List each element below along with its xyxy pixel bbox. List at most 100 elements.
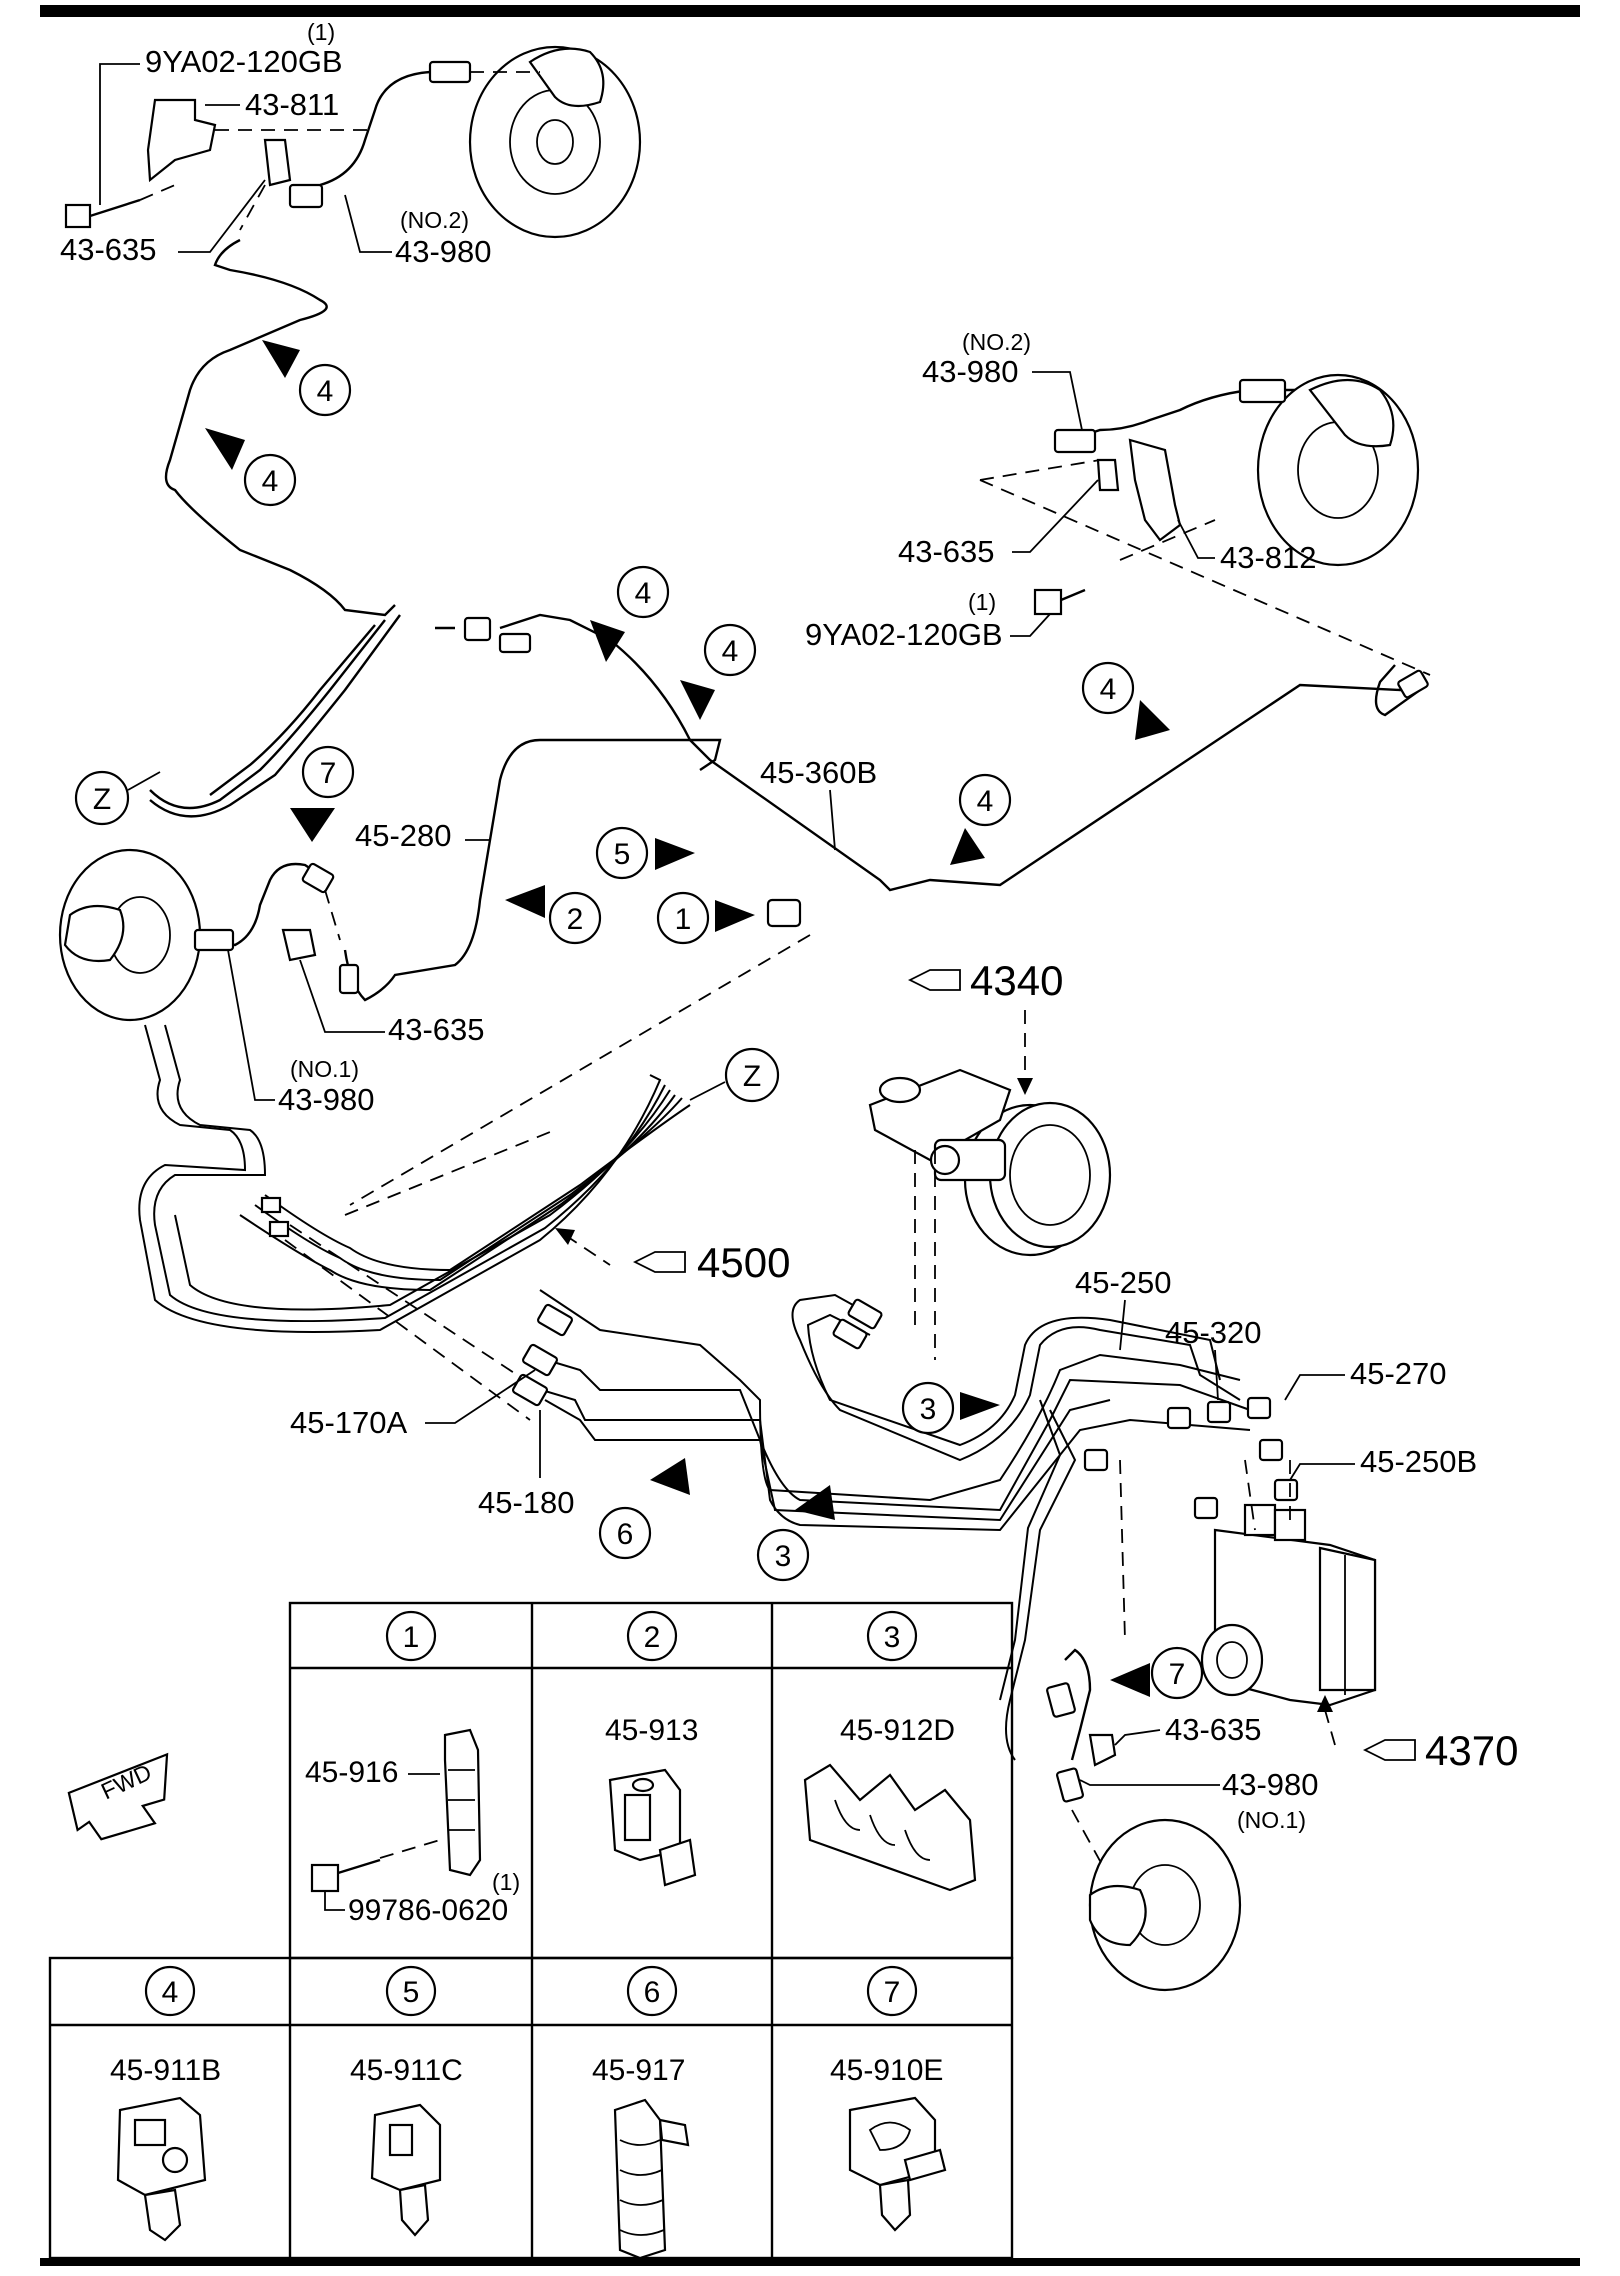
label-pipe-280: 45-280	[355, 818, 452, 853]
clip-4-drawing	[116, 2096, 207, 2242]
marker-4-a: 4	[262, 340, 352, 417]
label-pipe-170a: 45-170A	[290, 1405, 408, 1440]
ref-4500: 4500	[555, 1228, 790, 1286]
lower-pipe-bundle	[138, 1024, 691, 1421]
z-mark-upper: Z	[74, 770, 161, 826]
front-left-bracket	[146, 98, 370, 183]
label-clip-front-right: 43-635	[898, 534, 995, 569]
svg-text:2: 2	[567, 903, 584, 936]
front-left-brake-pipe	[164, 238, 396, 617]
marker-3-b: 3	[756, 1485, 835, 1582]
hcu-fittings	[1083, 1396, 1299, 1520]
svg-text:5: 5	[403, 1976, 420, 2009]
z-mark-upper-text: Z	[93, 783, 111, 816]
rear-right-hose	[1046, 1648, 1117, 1803]
rear-left-hose	[193, 862, 341, 962]
label-clip-front-left: 43-635	[60, 232, 157, 267]
rear-right-brake-disc	[1071, 1809, 1242, 1992]
front-right-bracket	[1128, 438, 1182, 542]
svg-text:6: 6	[617, 1518, 634, 1551]
label-hose-rear-right: 43-980	[1222, 1767, 1319, 1802]
marker-4-c: 4	[590, 565, 670, 662]
front-right-brake-disc	[1256, 373, 1420, 567]
svg-text:6: 6	[644, 1976, 661, 2009]
clip-4-part: 45-911B	[110, 2054, 221, 2087]
clip-2-part: 45-913	[605, 1714, 698, 1747]
svg-text:4: 4	[162, 1976, 179, 2009]
label-hose-rear-right-no: (NO.1)	[1237, 1807, 1306, 1833]
marker-7-b: 7	[1110, 1646, 1204, 1700]
marker-4-e: 4	[1081, 661, 1170, 740]
svg-text:4: 4	[317, 375, 334, 408]
front-left-hose	[288, 60, 540, 209]
clip-3-part: 45-912D	[840, 1714, 955, 1747]
svg-text:7: 7	[1169, 1658, 1186, 1691]
label-bolt-front-right: 9YA02-120GB	[805, 617, 1003, 652]
marker-3-a: 3	[901, 1381, 1000, 1435]
svg-text:3: 3	[775, 1540, 792, 1573]
svg-text:4: 4	[977, 785, 994, 818]
label-hose-rear-left-no: (NO.1)	[290, 1056, 359, 1082]
abs-hydraulic-unit	[1200, 1503, 1377, 1707]
front-right-hose	[1053, 378, 1295, 454]
label-pipe-270: 45-270	[1350, 1356, 1447, 1391]
label-clip-rear-left: 43-635	[388, 1012, 485, 1047]
svg-text:3: 3	[884, 1621, 901, 1654]
clip-6-header: 6	[626, 1965, 678, 2017]
clip-3-drawing	[803, 1763, 977, 1892]
clip-7-part: 45-910E	[830, 2054, 943, 2087]
clip-5-header: 5	[385, 1965, 437, 2017]
label-pipe-320: 45-320	[1165, 1315, 1262, 1350]
label-clip-rear-right: 43-635	[1165, 1712, 1262, 1747]
label-pipe-360b: 45-360B	[760, 755, 877, 790]
svg-text:7: 7	[884, 1976, 901, 2009]
svg-text:1: 1	[403, 1621, 420, 1654]
rear-left-brake-disc	[58, 848, 202, 1022]
clip-table	[48, 1601, 1014, 2260]
clip-1-drawing	[310, 1728, 482, 1893]
svg-text:4: 4	[262, 465, 279, 498]
svg-text:4: 4	[1100, 673, 1117, 706]
clip-1-bolt: 99786-0620	[348, 1894, 508, 1927]
label-hose-rear-left: 43-980	[278, 1082, 375, 1117]
clip-1-part: 45-916	[305, 1756, 398, 1789]
front-left-bolt	[64, 184, 176, 229]
svg-text:4500: 4500	[697, 1239, 790, 1286]
ref-4340: 4340	[907, 957, 1063, 1095]
label-pipe-250: 45-250	[1075, 1265, 1172, 1300]
marker-7-a: 7	[290, 745, 355, 842]
label-bolt-front-left-qty: (1)	[307, 19, 335, 45]
rear-left-brake-pipe	[343, 738, 722, 1002]
svg-text:5: 5	[614, 838, 631, 871]
clip-5-part: 45-911C	[350, 2054, 463, 2087]
marker-6: 6	[598, 1458, 690, 1560]
marker-1: 1	[656, 891, 755, 945]
z-mark-lower: Z	[689, 1047, 780, 1103]
clip-3-header: 3	[866, 1610, 918, 1662]
ref-4370: 4370	[1317, 1695, 1518, 1774]
clip-7-header: 7	[866, 1965, 918, 2017]
clip-7-drawing	[848, 2096, 947, 2232]
label-bracket-front-right: 43-812	[1220, 540, 1317, 575]
hcu-pipes	[512, 1289, 1251, 1761]
front-right-clip	[1096, 458, 1120, 492]
svg-text:1: 1	[675, 903, 692, 936]
svg-text:2: 2	[644, 1621, 661, 1654]
label-bracket-front-left: 43-811	[245, 87, 339, 122]
marker-4-f: 4	[950, 773, 1012, 865]
marker-4-d: 4	[680, 623, 757, 720]
marker-4-b: 4	[205, 428, 297, 507]
front-right-brake-pipe	[499, 613, 1424, 892]
brake-booster	[868, 1068, 1112, 1360]
fwd-arrow: FWD	[67, 1752, 169, 1841]
clip-1-bolt-qty: (1)	[492, 1869, 520, 1895]
label-pipe-250b: 45-250B	[1360, 1444, 1477, 1479]
label-hose-front-left-no: (NO.2)	[400, 207, 469, 233]
clip-4-header: 4	[144, 1965, 196, 2017]
clip-1-header: 1	[385, 1610, 437, 1662]
label-bolt-front-left: 9YA02-120GB	[145, 44, 343, 79]
svg-text:4340: 4340	[970, 957, 1063, 1004]
top-rule	[40, 5, 1580, 17]
bottom-rule	[40, 2258, 1580, 2266]
